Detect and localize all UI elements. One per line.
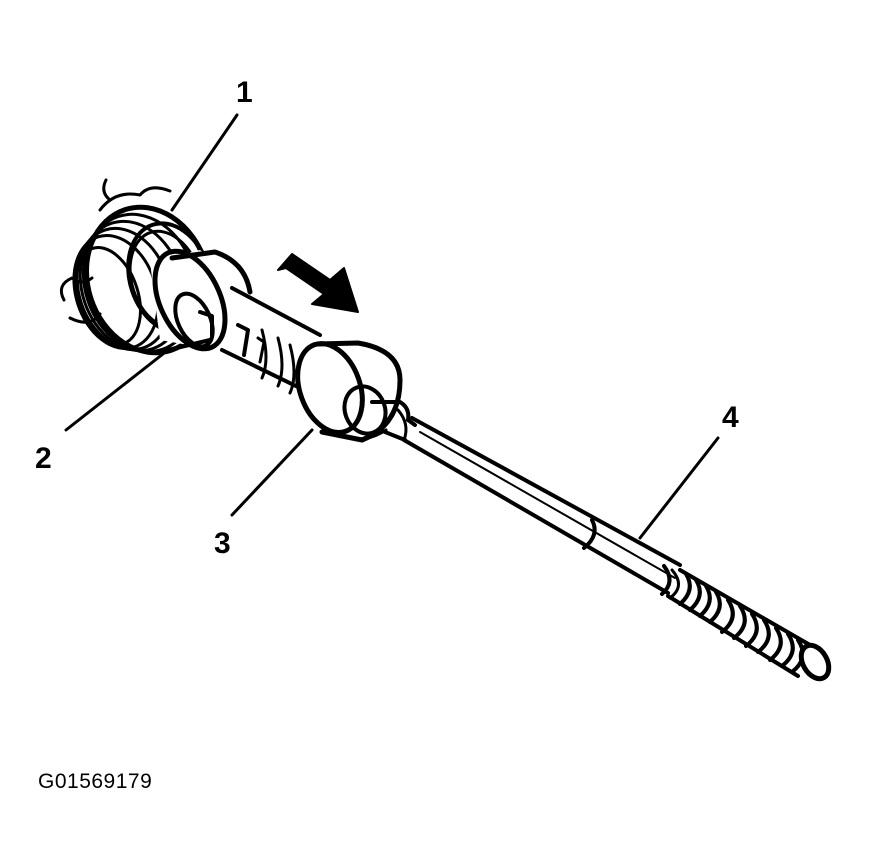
callout-1: 1 — [236, 76, 253, 109]
threaded-rod — [370, 400, 832, 682]
sleeve — [150, 248, 266, 364]
figure-id: G01569179 — [38, 770, 153, 793]
direction-arrow — [277, 253, 359, 313]
callout-2: 2 — [35, 442, 52, 475]
callout-3: 3 — [214, 527, 231, 560]
puller-body — [220, 286, 403, 443]
leader-lines — [64, 113, 720, 540]
callout-4: 4 — [722, 401, 739, 434]
